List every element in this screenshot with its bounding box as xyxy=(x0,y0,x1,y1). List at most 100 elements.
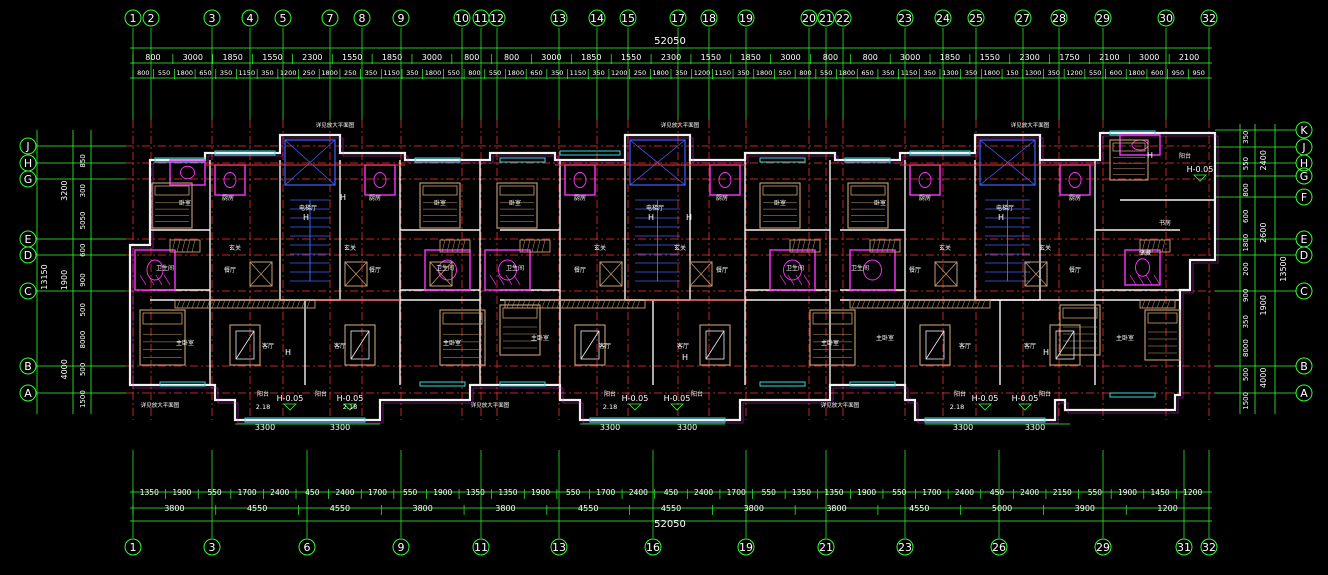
axis-label: 29 xyxy=(1096,541,1110,554)
dimension-text: 1850 xyxy=(940,53,960,62)
axis-bubble xyxy=(1200,538,1218,556)
wardrobe-hatch xyxy=(181,299,186,309)
dimension-text: 2400 xyxy=(1259,150,1268,170)
room-label: 卧室 xyxy=(179,199,191,207)
axis-label: 19 xyxy=(739,12,753,25)
dimension-text: 3800 xyxy=(744,504,764,513)
dimension-text: 1850 xyxy=(222,53,242,62)
window xyxy=(419,381,466,387)
sanitary-fixture xyxy=(223,172,237,188)
elevation-label: H-0.05 xyxy=(622,394,649,403)
wardrobe-hatch xyxy=(896,299,901,309)
dimension-text: 550 xyxy=(448,69,460,77)
window xyxy=(244,417,366,423)
dimension-text: 650 xyxy=(530,69,542,77)
dimension-text: 550 xyxy=(1089,69,1101,77)
dimension-text: 800 xyxy=(863,53,878,62)
axis-label: A xyxy=(1300,387,1308,400)
wardrobe-hatch xyxy=(181,239,186,253)
dimension-text: 1700 xyxy=(596,488,615,497)
dimension-text: 2400 xyxy=(270,488,289,497)
dining-table xyxy=(599,261,623,287)
exterior-wall xyxy=(128,131,1217,422)
exterior-insulation-line xyxy=(132,135,1219,424)
axis-bubble xyxy=(274,9,292,27)
room-label: 卫生间 xyxy=(786,264,804,272)
dimension-text: 1900 xyxy=(1259,295,1268,315)
dimension-text: 1200 xyxy=(1183,488,1202,497)
axis-bubble xyxy=(203,9,221,27)
axis-label: 10 xyxy=(455,12,469,25)
room-label: 餐厅 xyxy=(716,266,728,274)
elevation-marker xyxy=(343,403,357,411)
bed xyxy=(499,304,541,356)
axis-label: 5 xyxy=(280,12,287,25)
wardrobe-hatch xyxy=(526,239,531,253)
axis-label: 14 xyxy=(590,12,604,25)
axis-bubble xyxy=(1295,121,1313,139)
overall-width-bottom: 52050 xyxy=(654,519,686,530)
dimension-text: 800 xyxy=(823,53,838,62)
callout-note: 详见放大平面图 xyxy=(141,401,180,409)
axis-label: E xyxy=(25,233,32,246)
sanitary-fixture xyxy=(438,259,457,281)
room-label: 主卧室 xyxy=(821,339,839,347)
dimension-text: 3200 xyxy=(60,180,69,200)
dimension-text: 2400 xyxy=(629,488,648,497)
callout-note: 详见放大平面图 xyxy=(661,121,700,129)
axis-label: 21 xyxy=(819,12,833,25)
wardrobe-hatch xyxy=(881,239,886,253)
room-label: 主卧室 xyxy=(531,334,549,342)
axis-grid-lines xyxy=(36,28,1296,538)
dimension-text: 4550 xyxy=(661,504,681,513)
bathroom-fixture xyxy=(484,249,531,291)
window xyxy=(759,157,806,163)
axis-bubble xyxy=(1295,282,1313,300)
axis-bubble xyxy=(817,9,835,27)
height-mark: H xyxy=(648,213,654,222)
coffee-table xyxy=(1055,330,1075,360)
dimension-text: 350 xyxy=(882,69,894,77)
dimension-text: 1300 xyxy=(1025,69,1042,77)
sofa xyxy=(229,324,261,366)
dimension-text: 350 xyxy=(551,69,563,77)
wardrobe-hatch xyxy=(1146,239,1151,253)
axis-label: 13 xyxy=(552,12,566,25)
sofa xyxy=(699,324,731,366)
wardrobe-hatch xyxy=(286,299,291,309)
sanitary-fixture xyxy=(918,172,932,188)
floor-drain-hatch xyxy=(1137,274,1145,286)
dimension-text: 550 xyxy=(820,69,832,77)
dimension-text: 3800 xyxy=(495,504,515,513)
dimension-text: 350 xyxy=(261,69,273,77)
wardrobe-hatch xyxy=(276,299,281,309)
window xyxy=(159,381,206,387)
axis-bubble xyxy=(142,9,160,27)
dimension-text: 350 xyxy=(1242,130,1250,143)
dimension-text: 5050 xyxy=(79,212,87,230)
dimension-text: 800 xyxy=(464,53,479,62)
room-label: 电梯厅 xyxy=(996,204,1014,212)
wardrobe-hatch xyxy=(901,299,906,309)
elevation-marker xyxy=(283,403,297,411)
axis-bubble xyxy=(550,538,568,556)
axis-bubble xyxy=(834,9,852,27)
room-label: 客厅 xyxy=(1024,342,1036,350)
wardrobe-hatch xyxy=(536,299,541,309)
bed xyxy=(1109,139,1149,181)
dimension-text: 250 xyxy=(303,69,315,77)
wardrobe-hatch xyxy=(451,239,456,253)
axis-label: 12 xyxy=(490,12,504,25)
wardrobe-hatch xyxy=(971,299,976,309)
wardrobe-hatch xyxy=(911,299,916,309)
room-label: 客厅 xyxy=(959,342,971,350)
axis-label: 31 xyxy=(1177,541,1191,554)
window xyxy=(759,381,806,387)
wardrobe-hatch xyxy=(631,299,636,309)
wardrobe-hatch xyxy=(866,299,871,309)
dimension-text: 3000 xyxy=(1139,53,1159,62)
table-diagonal xyxy=(934,261,958,287)
